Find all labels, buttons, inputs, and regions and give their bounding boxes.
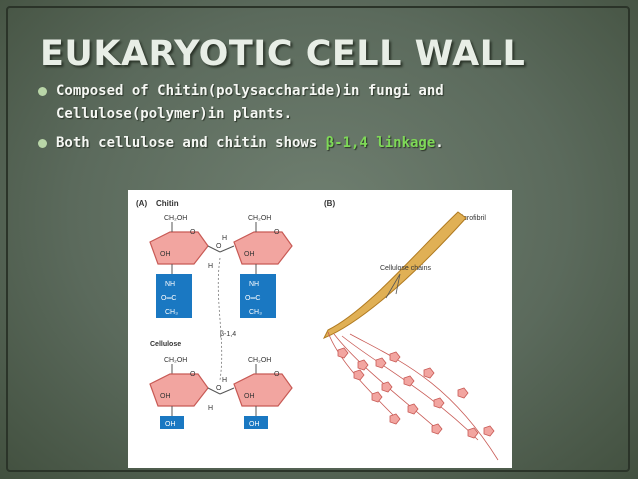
- glycosidic-bond: [207, 245, 221, 253]
- cellulose-link-o: O: [216, 385, 222, 392]
- bullet-composition: Composed of Chitin(polysaccharide)in fun…: [38, 80, 618, 126]
- chitin-oh-2: OH: [244, 251, 255, 258]
- ch3-label-2: CH₃: [249, 309, 262, 316]
- chain-unit: [389, 351, 401, 363]
- glycosidic-bond: [219, 387, 235, 395]
- chain-unit: [381, 381, 393, 393]
- cellulose-ch2oh-2: CH₂OH: [248, 357, 271, 364]
- bullet-list: Composed of Chitin(polysaccharide)in fun…: [38, 80, 618, 161]
- chitin-link-h: H: [222, 235, 227, 242]
- acetylamine-box-1: [156, 274, 192, 318]
- acetylamine-box-2: [240, 274, 276, 318]
- chain-unit: [407, 403, 419, 415]
- cellulose-ch2oh-1: CH₂OH: [164, 357, 187, 364]
- ch3-label-1: CH₃: [165, 309, 178, 316]
- panel-a-label: (A): [136, 199, 147, 208]
- bullet-dot-icon: [38, 87, 47, 96]
- cellulose-oh-box-2: [244, 416, 268, 429]
- chain-unit: [375, 357, 387, 369]
- cellulose-oh-1: OH: [160, 393, 171, 400]
- bullet-linkage-end: .: [435, 135, 444, 151]
- cellulose-link-h: H: [222, 377, 227, 384]
- panel-b-label: (B): [324, 199, 335, 208]
- chains-pointer: [395, 273, 401, 295]
- chitin-ring-o-1: O: [190, 229, 196, 236]
- chain-unit: [457, 387, 469, 399]
- oc-label-1: O═C: [161, 295, 176, 302]
- chitin-h: H: [208, 263, 213, 270]
- microfibril-label: Microfibril: [456, 215, 486, 222]
- chain-strand-3: [341, 335, 479, 441]
- slide-title: EUKARYOTIC CELL WALL: [40, 34, 526, 74]
- chain-unit: [467, 427, 479, 439]
- cellulose-chain-strands: [327, 331, 499, 461]
- bullet-linkage-text: Both cellulose and chitin shows: [56, 135, 326, 151]
- nh-label-2: NH: [249, 281, 259, 288]
- chitin-ring-2: [233, 231, 293, 265]
- linkage-highlight: β-1,4 linkage: [325, 135, 436, 151]
- chain-unit: [357, 359, 369, 371]
- chitin-ch2oh-2: CH₂OH: [248, 215, 271, 222]
- chitin-label: Chitin: [156, 199, 179, 208]
- cellulose-oh-box-1: [160, 416, 184, 429]
- cellulose-oh-2: OH: [244, 393, 255, 400]
- chain-strand-2: [333, 333, 439, 431]
- cellulose-ring-o-2: O: [274, 371, 280, 378]
- chitin-ring-1: [149, 231, 209, 265]
- glycosidic-bond: [207, 387, 221, 395]
- cellulose-ring-o-1: O: [190, 371, 196, 378]
- figure-svg: (A) Chitin CH₂OH OH O O H H CH₂OH OH O N…: [136, 199, 499, 461]
- oc-label-2: O═C: [245, 295, 260, 302]
- linkage-label: β-1,4: [220, 331, 236, 338]
- cellulose-oh-box-label-2: OH: [249, 421, 260, 428]
- cellulose-label: Cellulose: [150, 341, 181, 348]
- nh-label-1: NH: [165, 281, 175, 288]
- chain-unit: [431, 423, 443, 435]
- bullet-composition-text: Composed of Chitin(polysaccharide)in fun…: [56, 83, 444, 122]
- chain-unit: [371, 391, 383, 403]
- cellulose-ring-1: [149, 373, 209, 407]
- bullet-dot-icon: [38, 139, 47, 148]
- chitin-oh-1: OH: [160, 251, 171, 258]
- chain-unit: [389, 413, 401, 425]
- chain-unit: [353, 369, 365, 381]
- chitin-ch2oh-1: CH₂OH: [164, 215, 187, 222]
- chain-unit: [403, 375, 415, 387]
- slide-frame: [6, 6, 630, 472]
- chain-unit: [483, 425, 495, 437]
- microfibril-shape: [322, 211, 467, 339]
- cellulose-h: H: [208, 405, 213, 412]
- chain-strand-4: [349, 333, 499, 461]
- cellulose-oh-box-label-1: OH: [165, 421, 176, 428]
- chitin-link-o: O: [216, 243, 222, 250]
- cellulose-ring-2: [233, 373, 293, 407]
- linkage-indicator: [217, 257, 223, 381]
- chain-unit: [423, 367, 435, 379]
- bullet-linkage: Both cellulose and chitin shows β-1,4 li…: [38, 132, 618, 155]
- chain-unit: [337, 347, 349, 359]
- chitin-ring-o-2: O: [274, 229, 280, 236]
- chains-pointer: [385, 273, 401, 299]
- chitin-cellulose-figure: (A) Chitin CH₂OH OH O O H H CH₂OH OH O N…: [128, 190, 512, 468]
- chains-label: Cellulose chains: [380, 265, 431, 272]
- chain-unit: [433, 397, 445, 409]
- glycosidic-bond: [219, 245, 235, 253]
